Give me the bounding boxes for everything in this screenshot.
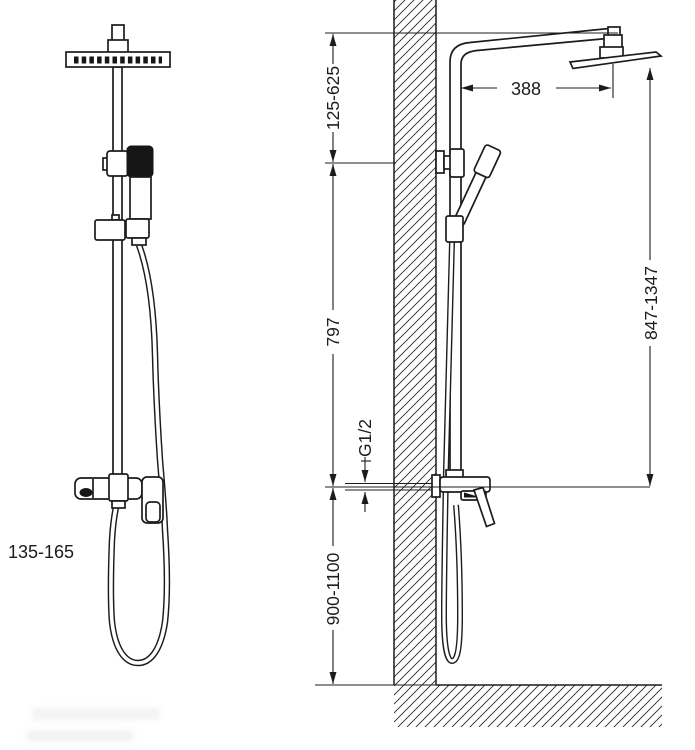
slider-clamp xyxy=(106,150,129,177)
dim-label-spout-projection: 135-165 xyxy=(8,542,74,562)
watermark-smudge xyxy=(32,708,160,720)
mixer-handle-hole xyxy=(145,501,161,523)
head-stem-top xyxy=(111,24,125,42)
floor-hatch xyxy=(394,685,662,727)
hand-shower-front xyxy=(94,145,154,246)
dim-label-inlet-thread: G1/2 xyxy=(355,419,375,457)
wall-bracket-side xyxy=(435,148,465,178)
hand-shower-holder xyxy=(125,218,150,239)
rain-shower-head-front xyxy=(65,24,171,68)
mixer-side xyxy=(345,469,496,528)
wall-bracket-front xyxy=(94,219,126,241)
shower-hose-side xyxy=(440,241,464,665)
dimension-annotations: 125-625 797 900-1100 G1/2 388 847-1347 xyxy=(315,32,661,686)
hand-shower-handle xyxy=(129,176,152,220)
arm-outer-line xyxy=(449,27,610,477)
riser-and-arm-side xyxy=(449,26,664,477)
holder-side xyxy=(445,215,464,243)
watermark-smudge xyxy=(26,730,134,742)
mixer-lever-side xyxy=(472,486,496,528)
inlet-escutcheon xyxy=(431,474,441,498)
head-stem-base xyxy=(107,39,129,54)
riser-pipe-front xyxy=(112,66,123,479)
side-view xyxy=(345,0,664,727)
hand-shower-head-side xyxy=(473,144,502,179)
slider-block-side xyxy=(449,148,465,178)
front-view: 135-165 xyxy=(8,24,171,667)
shower-hose-front xyxy=(107,243,171,667)
mixer-front xyxy=(74,473,164,524)
hose-outlet xyxy=(131,237,147,246)
mixer-column-joint xyxy=(108,473,129,502)
dim-label-head-height-range: 847-1347 xyxy=(641,266,661,340)
mixer-hose-stub xyxy=(111,500,126,509)
dim-label-riser-top-range: 125-625 xyxy=(323,66,343,130)
bracket-flange xyxy=(435,150,445,174)
wall-hatch xyxy=(394,0,436,685)
dim-label-riser-length: 797 xyxy=(323,317,343,346)
head-plate-side xyxy=(568,51,664,70)
hand-shower-head xyxy=(126,145,154,178)
dim-label-mixer-height: 900-1100 xyxy=(323,552,343,625)
arm-inner-line xyxy=(460,37,608,477)
spout-aerator xyxy=(79,488,93,497)
dim-label-arm-projection: 388 xyxy=(511,79,541,99)
hand-shower-side xyxy=(445,144,502,243)
head-joint-mid xyxy=(603,34,623,49)
